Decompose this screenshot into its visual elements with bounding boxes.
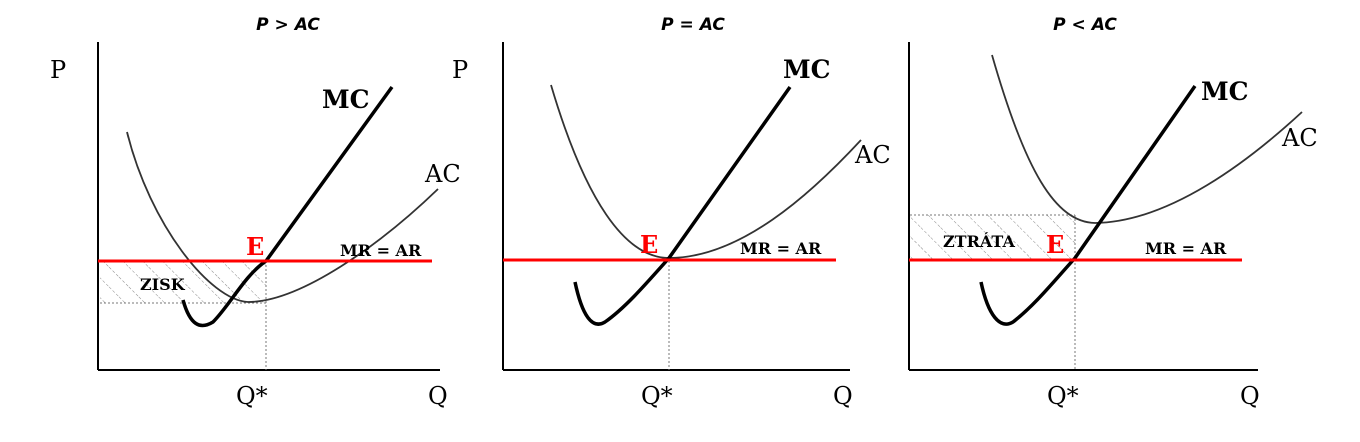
ac-label: AC <box>424 160 461 188</box>
panel-loss: P < AC Q Q* MC AC MR = AR E ZTRÁTA <box>908 15 1318 410</box>
profit-label: ZISK <box>140 275 186 294</box>
ac-label: AC <box>1281 124 1318 152</box>
mc-label: MC <box>783 55 831 84</box>
q-star-label: Q* <box>1047 382 1079 410</box>
mc-curve <box>181 85 394 328</box>
equilibrium-label: E <box>640 230 658 259</box>
panel-breakeven: P = AC P Q Q* MC AC MR = AR E <box>452 15 891 410</box>
mc-label: MC <box>1201 77 1249 106</box>
loss-area <box>910 215 1075 260</box>
panel-title: P < AC <box>1053 15 1117 35</box>
mc-label: MC <box>322 85 370 114</box>
mr-ar-label: MR = AR <box>1145 239 1227 258</box>
ac-curve <box>550 84 862 259</box>
x-axis-label: Q <box>833 382 853 410</box>
q-star-label: Q* <box>236 382 268 410</box>
q-star-label: Q* <box>641 382 673 410</box>
mc-curve <box>979 84 1197 326</box>
panel-title: P > AC <box>256 15 320 35</box>
mr-ar-label: MR = AR <box>340 241 422 260</box>
mr-ar-label: MR = AR <box>740 239 822 258</box>
x-axis-label: Q <box>1240 382 1260 410</box>
panel-title: P = AC <box>661 15 725 35</box>
y-axis-label: P <box>452 56 468 84</box>
ac-curve <box>991 54 1303 224</box>
panel-profit: P > AC P Q Q* MC AC MR = AR E ZISK <box>50 15 461 410</box>
equilibrium-label: E <box>1046 230 1064 259</box>
equilibrium-label: E <box>246 232 264 261</box>
ac-label: AC <box>854 141 891 169</box>
ac-curve <box>126 131 439 303</box>
loss-label: ZTRÁTA <box>943 231 1015 251</box>
x-axis-label: Q <box>428 382 448 410</box>
y-axis-label: P <box>50 56 66 84</box>
mc-curve <box>573 85 792 326</box>
